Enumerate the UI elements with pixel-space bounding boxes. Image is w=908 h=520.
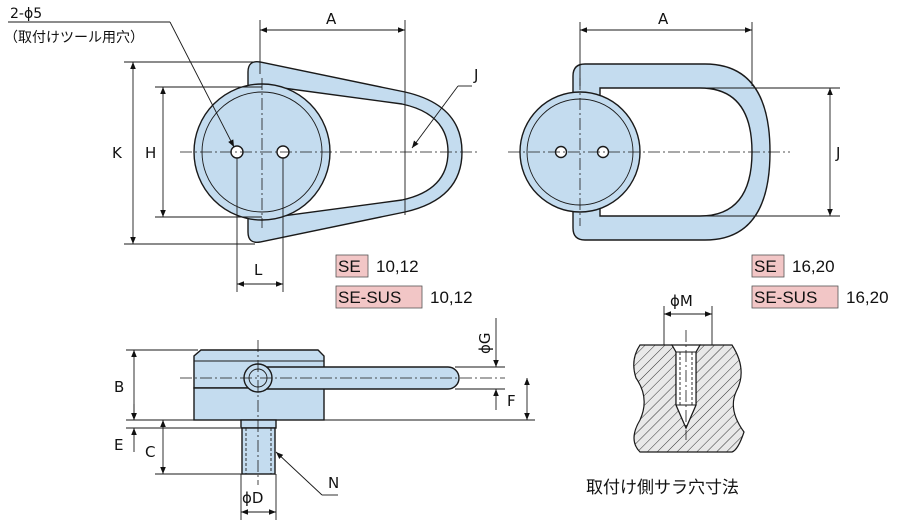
series-sizes-se: 10,12 [376, 257, 419, 276]
hole-note-purpose: （取付けツール用穴） [4, 30, 144, 46]
dim-label-f: F [507, 392, 516, 410]
top-right-view: A J SE 16,20 SE-SUS 16,20 [508, 10, 889, 309]
side-body-lower [193, 387, 325, 421]
dim-label-j: J [473, 66, 478, 84]
series-sizes-se-sus: 16,20 [846, 288, 889, 307]
dim-label-n: N [328, 474, 339, 492]
side-thread [241, 427, 276, 475]
dim-label-h: H [145, 144, 156, 162]
series-label-se-sus: SE-SUS [338, 288, 401, 307]
side-shank [240, 419, 277, 429]
top-left-view: A K H L J 2-ϕ5 （取付けツール用穴） SE 10,12 SE-SU… [4, 6, 480, 309]
dim-label-e: E [114, 436, 123, 454]
series-label-se: SE [338, 257, 361, 276]
dim-label-b: B [114, 378, 124, 396]
series-label-se-sus: SE-SUS [754, 288, 817, 307]
mount-detail-caption: 取付け側サラ穴寸法 [586, 478, 739, 498]
dim-label-l: L [254, 261, 263, 279]
dim-label-a: A [326, 10, 337, 28]
dim-label-m: ϕM [670, 292, 693, 310]
dim-label-k: K [112, 144, 123, 162]
hole-note-count: 2-ϕ5 [10, 6, 42, 22]
side-view: B E C ϕD N ϕG F [114, 318, 535, 520]
dim-label-a: A [658, 10, 669, 28]
series-sizes-se-sus: 10,12 [430, 288, 473, 307]
series-sizes-se: 16,20 [792, 257, 835, 276]
dim-label-c: C [145, 443, 155, 461]
dim-label-g: ϕG [476, 332, 494, 354]
dim-label-j: J [835, 144, 840, 162]
hatched-section [633, 344, 745, 453]
dim-label-d: ϕD [242, 489, 263, 507]
mount-hole-detail: ϕM 取付け側サラ穴寸法 [586, 292, 745, 498]
series-label-se: SE [754, 257, 777, 276]
